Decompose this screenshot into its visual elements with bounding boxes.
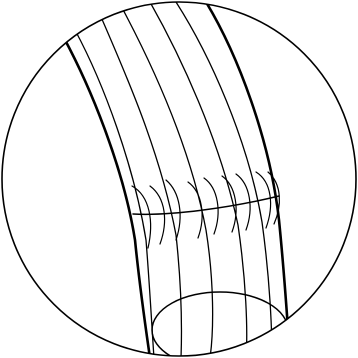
bundle-outer-right-edge bbox=[206, 2, 290, 358]
striation-arc bbox=[236, 174, 250, 230]
fiber-line bbox=[176, 2, 272, 358]
magnifier-circle bbox=[2, 2, 356, 356]
striation-arc bbox=[204, 178, 218, 234]
cross-section-ellipse bbox=[152, 292, 288, 358]
striation-arc bbox=[150, 186, 165, 244]
striation-arc bbox=[222, 176, 236, 232]
fiber-line bbox=[98, 10, 181, 358]
fiber-bundle bbox=[64, 2, 290, 358]
striation-arc bbox=[166, 180, 180, 240]
